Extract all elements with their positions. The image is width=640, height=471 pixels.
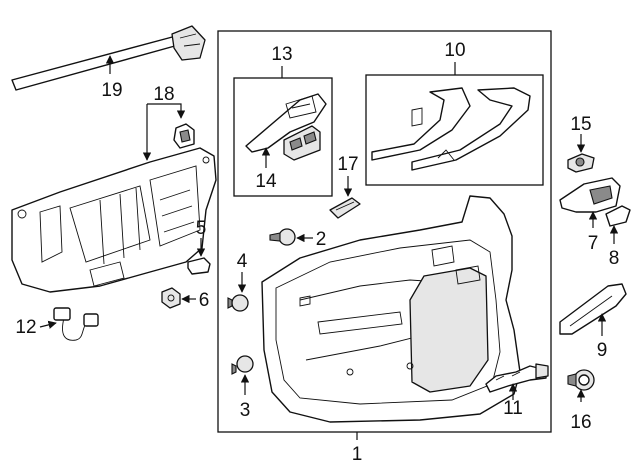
- retainer-clip: [187, 257, 211, 275]
- callout-8: 8: [609, 248, 620, 269]
- switch-group-frame: [233, 77, 333, 197]
- cover-8: [605, 205, 631, 227]
- armrest-pad: [559, 283, 627, 335]
- callout-2: 2: [316, 229, 327, 250]
- clip-17: [329, 197, 361, 219]
- wiring-harness: [53, 307, 99, 341]
- callout-7: 7: [588, 233, 599, 254]
- callout-10: 10: [444, 40, 465, 61]
- push-pin-2: [269, 228, 296, 246]
- callout-1: 1: [352, 444, 363, 465]
- callout-15: 15: [570, 114, 591, 135]
- fastener-4: [227, 294, 249, 312]
- callout-18: 18: [153, 84, 174, 105]
- leader-18: [147, 103, 186, 119]
- callout-13: 13: [271, 44, 292, 65]
- hex-nut: [161, 287, 181, 309]
- fastener-3: [231, 355, 254, 375]
- callout-11: 11: [503, 398, 523, 419]
- callout-16: 16: [570, 412, 591, 433]
- callout-12: 12: [15, 317, 36, 338]
- callout-17: 17: [337, 154, 358, 175]
- panel-clip: [173, 123, 195, 149]
- leader-12: [39, 320, 57, 329]
- belt-weatherstrip: [11, 25, 206, 91]
- pull-handle-bezel: [559, 177, 621, 213]
- callout-5: 5: [196, 218, 207, 239]
- callout-3: 3: [240, 400, 251, 421]
- callout-19: 19: [101, 80, 122, 101]
- callout-4: 4: [237, 251, 248, 272]
- upper-trim-moldings: [371, 87, 531, 171]
- window-switch: [283, 125, 321, 161]
- callout-6: 6: [199, 290, 210, 311]
- callout-9: 9: [597, 340, 608, 361]
- inner-panel-water-shield: [11, 147, 217, 293]
- window-switch-bezel: [245, 93, 327, 153]
- switch-cap: [567, 153, 595, 173]
- callout-14: 14: [255, 171, 277, 192]
- door-trim-panel: [261, 195, 521, 423]
- door-panel-frame: [217, 30, 552, 433]
- bracket-11: [485, 363, 549, 393]
- grommet: [567, 369, 595, 391]
